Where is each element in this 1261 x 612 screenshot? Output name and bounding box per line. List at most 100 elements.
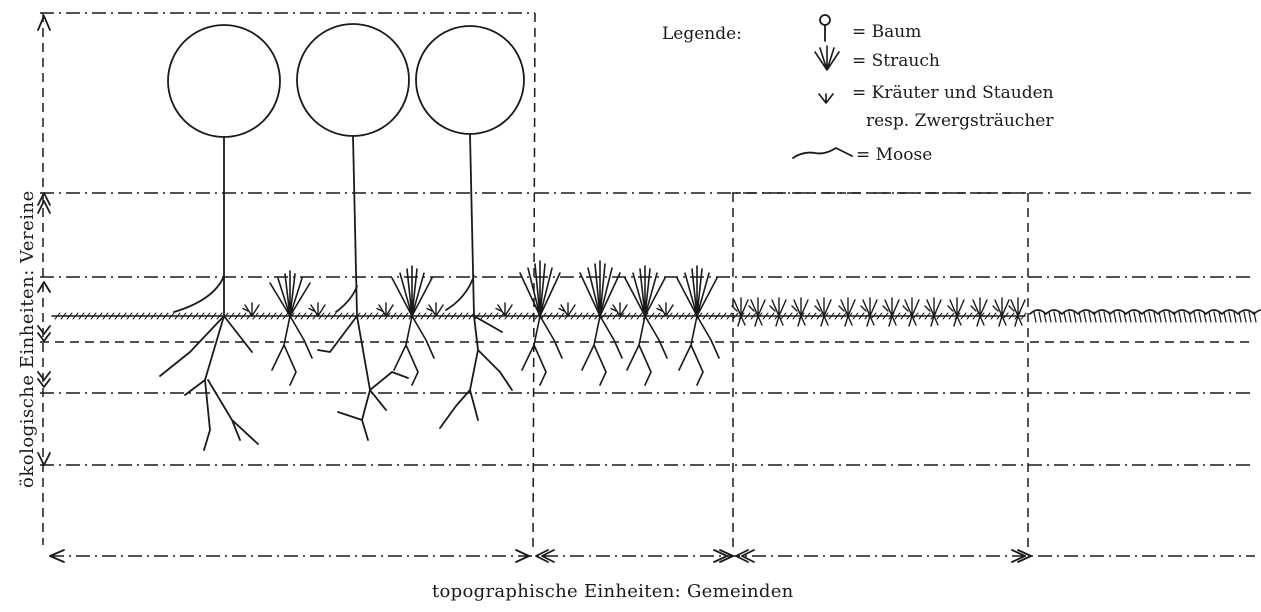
shrub-roots	[521, 315, 563, 386]
arrow-tree-double	[37, 192, 51, 214]
arrow-seg3-start	[735, 549, 755, 563]
moss-stroke	[1158, 311, 1162, 323]
hatch-stroke	[606, 312, 613, 320]
hatch-stroke	[702, 312, 709, 320]
shrub-roots	[271, 315, 313, 386]
herb-leaves	[376, 302, 394, 317]
hatch-stroke	[942, 312, 949, 320]
shrub-blades	[269, 270, 311, 317]
herb	[882, 297, 900, 327]
herb-roots	[908, 315, 917, 327]
hatch-stroke	[720, 312, 727, 320]
hatch-stroke	[1002, 312, 1009, 320]
moss-stroke	[1183, 311, 1187, 323]
tree-trunk	[469, 133, 475, 317]
hatch-stroke	[1020, 312, 1027, 320]
hatch-stroke	[426, 312, 433, 320]
hatch-stroke	[1008, 312, 1015, 320]
shrub-blades	[676, 265, 718, 317]
moss-stroke	[1193, 311, 1197, 323]
tree-3	[415, 25, 525, 429]
hatch-stroke	[762, 312, 769, 320]
topographic-arrows	[49, 549, 1255, 563]
hatch-stroke	[792, 312, 799, 320]
herb-leaves	[656, 302, 674, 317]
hatch-stroke	[582, 312, 589, 320]
moss-stroke	[1208, 311, 1212, 323]
hatch-stroke	[528, 312, 535, 320]
arrow-seg1-end	[515, 549, 530, 563]
moss-stroke	[1133, 311, 1137, 323]
hatch-stroke	[486, 312, 493, 320]
herb	[791, 297, 809, 327]
herb-roots	[953, 315, 962, 327]
herb-leaves	[748, 297, 766, 317]
herb	[731, 297, 749, 327]
hatch-stroke	[438, 312, 445, 320]
hatch-stroke	[480, 312, 487, 320]
herb-roots	[775, 315, 784, 327]
herb-roots	[820, 315, 829, 327]
arrow-top-up	[37, 15, 51, 31]
grid-lines	[40, 12, 1255, 549]
hatch-stroke	[558, 312, 565, 320]
legend-item-baum: = Baum	[852, 22, 921, 42]
herb	[970, 297, 988, 327]
shrub-blades	[624, 265, 666, 317]
tree-branch	[335, 285, 358, 313]
herb	[814, 297, 832, 327]
hatch-stroke	[90, 312, 97, 320]
hatch-stroke	[102, 312, 109, 320]
hatch-stroke	[348, 312, 355, 320]
tree-roots	[317, 315, 409, 441]
hatch-stroke	[336, 312, 343, 320]
herb-icon	[818, 93, 834, 104]
hatch-stroke	[588, 312, 595, 320]
legend-item-kraeuter: = Kräuter und Stauden	[852, 83, 1054, 103]
herb-leaves	[970, 297, 988, 317]
herb	[495, 302, 513, 317]
hatch-stroke	[912, 312, 919, 320]
hatch-stroke	[234, 312, 241, 320]
herb	[860, 297, 878, 327]
shrub	[579, 260, 623, 386]
shrub-roots	[581, 315, 623, 386]
hatch-stroke	[810, 312, 817, 320]
arrow-shrub-up	[37, 281, 51, 293]
moss-stroke	[1073, 311, 1077, 323]
moss-stroke	[1083, 311, 1087, 323]
hatch-stroke	[204, 312, 211, 320]
tree-roots	[439, 315, 513, 429]
hatch-stroke	[276, 312, 283, 320]
arrow-bottom-down	[37, 452, 51, 466]
arrow-root-down	[37, 371, 51, 388]
shrub	[624, 265, 668, 386]
shrub-blades	[519, 260, 561, 317]
hatch-stroke	[444, 312, 451, 320]
moss-stroke	[1118, 311, 1122, 323]
hatch-stroke	[960, 312, 967, 320]
herb	[656, 302, 674, 317]
moss-stroke	[1123, 311, 1127, 323]
hatch-stroke	[270, 312, 277, 320]
hatch-stroke	[228, 312, 235, 320]
moss-stroke	[1058, 311, 1062, 323]
hatch-stroke	[630, 312, 637, 320]
moss-stroke	[1068, 311, 1072, 323]
herb-leaves	[610, 302, 628, 317]
hatch-stroke	[456, 312, 463, 320]
hatch-stroke	[414, 312, 421, 320]
herb-leaves	[495, 302, 513, 317]
herb	[610, 302, 628, 317]
hatch-stroke	[852, 312, 859, 320]
herb-leaves	[308, 302, 326, 317]
hatch-stroke	[972, 312, 979, 320]
herb-leaves	[731, 297, 749, 317]
moss-stroke	[1078, 311, 1082, 323]
moss-stroke	[1033, 311, 1037, 323]
hatch-stroke	[714, 312, 721, 320]
hatch-stroke	[84, 312, 91, 320]
tree-1	[159, 24, 281, 451]
herb	[924, 297, 942, 327]
